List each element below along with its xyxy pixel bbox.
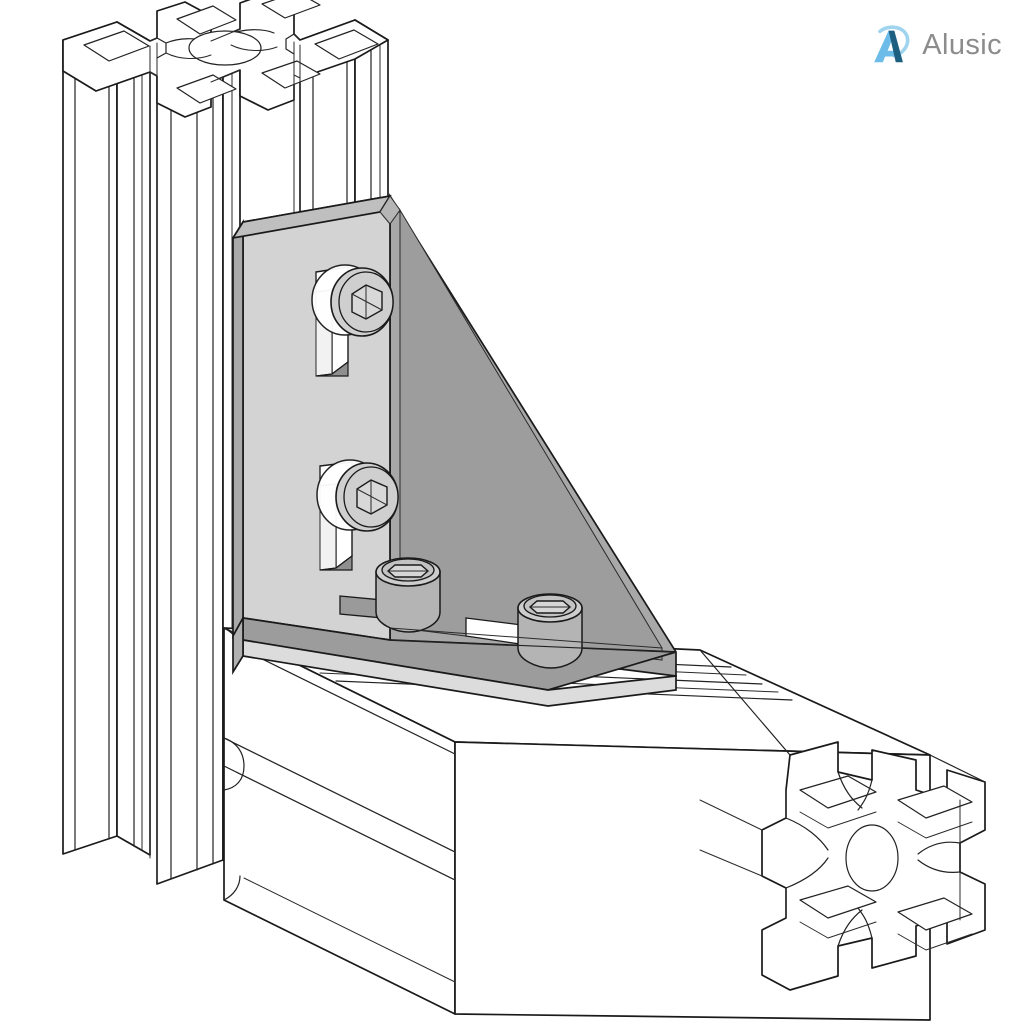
screw-vertical-upper <box>311 264 394 337</box>
brand-name: Alusic <box>922 28 1002 61</box>
vertical-extrusion-left-leg <box>62 21 151 856</box>
horizontal-extrusion-end-face <box>761 741 986 991</box>
bracket-vertical-plate-front <box>242 194 391 641</box>
screw-vertical-lower <box>316 459 399 532</box>
bracket-top-corner <box>379 195 401 225</box>
alusic-a-arc-logo-icon <box>874 25 910 63</box>
gusset-bracket <box>231 193 677 707</box>
screw-base-left <box>375 557 441 633</box>
vertical-extrusion-top-face <box>62 0 389 118</box>
bracket-vertical-plate-left-edge <box>232 219 244 640</box>
brand-logo: Alusic <box>867 22 1002 68</box>
bracket-web-shade <box>399 208 663 661</box>
screw-base-right <box>517 593 583 669</box>
bracket-base-left-edge <box>232 614 244 675</box>
